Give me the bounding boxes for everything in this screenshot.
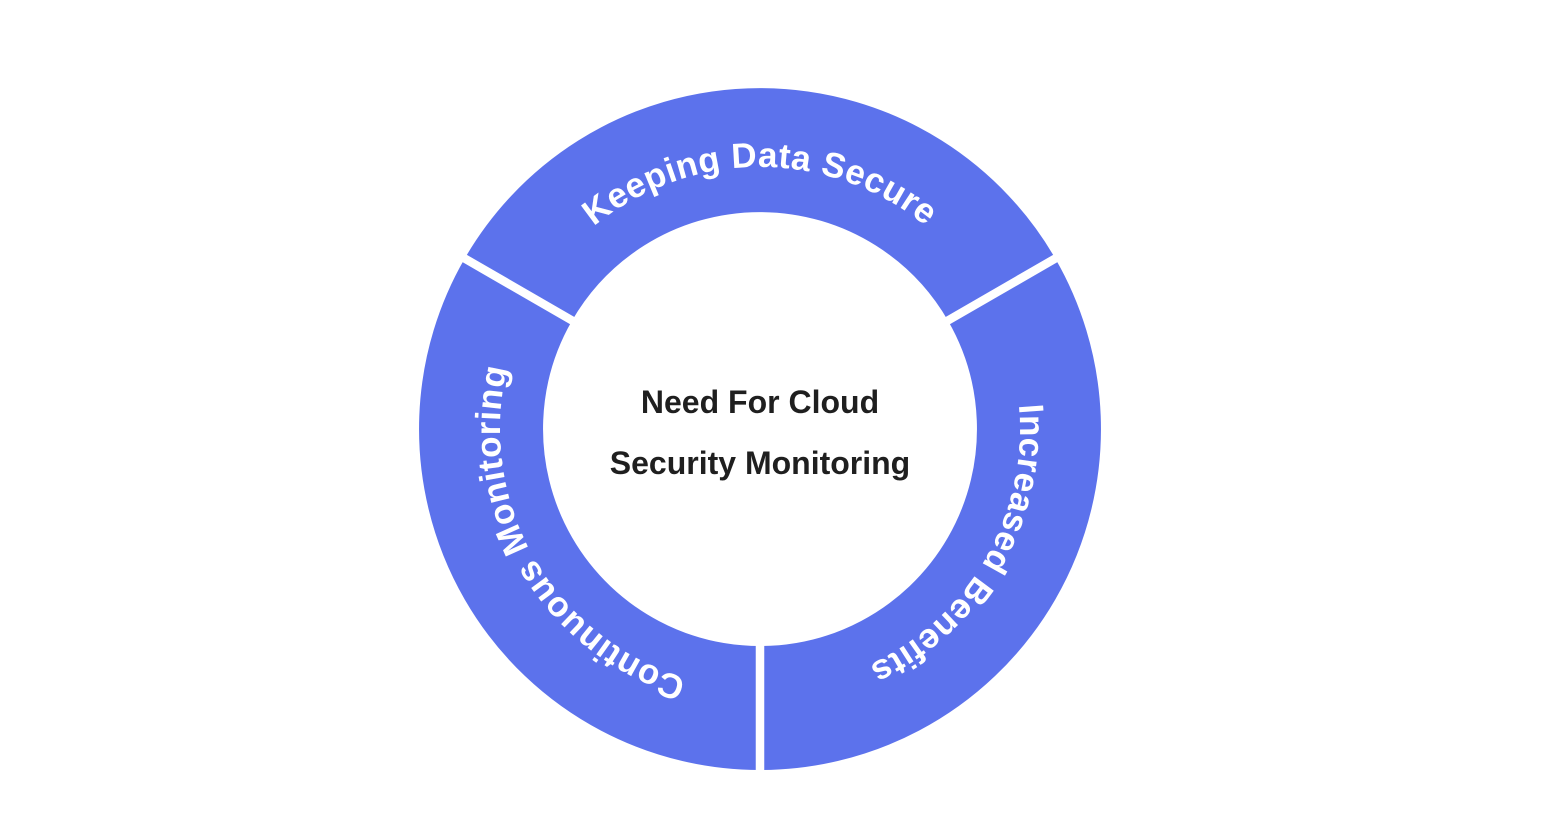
center-title-line-1: Need For Cloud xyxy=(641,384,879,420)
center-title-line-2: Security Monitoring xyxy=(610,445,910,481)
center-title: Need For Cloud Security Monitoring xyxy=(610,384,910,481)
segment-continuous-monitoring xyxy=(419,258,762,770)
donut-segments xyxy=(419,88,1101,770)
segment-divider-top-right xyxy=(935,248,1068,331)
segment-divider-top-left xyxy=(452,248,585,331)
segment-dividers xyxy=(452,248,1068,782)
segment-keeping-data-secure xyxy=(464,88,1056,322)
segment-increased-benefits xyxy=(758,258,1101,770)
